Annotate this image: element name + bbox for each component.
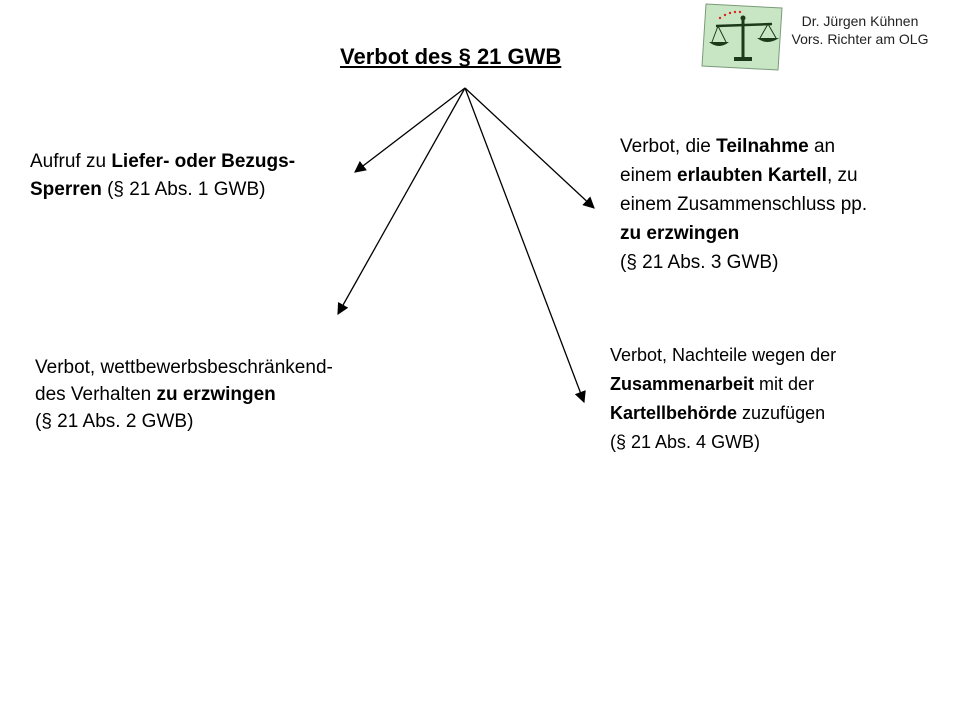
line: des Verhalten zu erzwingen bbox=[35, 381, 333, 408]
text: (§ 21 Abs. 1 GWB) bbox=[101, 179, 266, 200]
line: (§ 21 Abs. 4 GWB) bbox=[610, 432, 761, 452]
text: einem bbox=[620, 165, 678, 186]
text: Aufruf zu bbox=[30, 151, 112, 172]
author-block: Dr. Jürgen Kühnen Vors. Richter am OLG bbox=[780, 12, 940, 48]
text: des Verhalten bbox=[35, 384, 157, 405]
text-box-abs3: Verbot, die Teilnahme an einem erlaubten… bbox=[620, 132, 867, 277]
arrow-to-abs4 bbox=[464, 87, 586, 404]
text: an bbox=[808, 136, 836, 157]
bold-text: Kartellbehörde bbox=[610, 403, 738, 423]
arrow-to-abs2 bbox=[337, 87, 466, 316]
author-position: Vors. Richter am OLG bbox=[791, 31, 929, 47]
text-box-abs1: Aufruf zu Liefer- oder Bezugs- Sperren (… bbox=[30, 148, 295, 204]
line: Kartellbehörde zuzufügen bbox=[610, 399, 836, 428]
bold-text: zu erzwingen bbox=[156, 384, 276, 405]
line: Verbot, Nachteile wegen der bbox=[610, 345, 837, 365]
line: Verbot, die Teilnahme an bbox=[620, 132, 867, 161]
line: einem Zusammenschluss pp. bbox=[620, 194, 868, 215]
line: (§ 21 Abs. 2 GWB) bbox=[35, 411, 194, 432]
text: zuzufügen bbox=[737, 403, 826, 423]
bold-text: Liefer- oder Bezugs- bbox=[111, 151, 296, 172]
line: (§ 21 Abs. 3 GWB) bbox=[620, 252, 779, 273]
text-box-abs4: Verbot, Nachteile wegen der Zusammenarbe… bbox=[610, 341, 836, 457]
bold-text: erlaubten Kartell bbox=[677, 165, 827, 186]
bold-text: zu erzwingen bbox=[620, 223, 740, 244]
line: Verbot, wettbewerbsbeschränkend- bbox=[35, 357, 333, 378]
arrow-to-abs1 bbox=[354, 87, 466, 173]
bold-text: Zusammenarbeit bbox=[610, 374, 755, 394]
line: Aufruf zu Liefer- oder Bezugs- bbox=[30, 148, 295, 176]
scales-of-justice-icon bbox=[701, 3, 783, 71]
text: , zu bbox=[826, 165, 858, 186]
text: mit der bbox=[754, 374, 815, 394]
bold-text: Sperren bbox=[30, 179, 102, 200]
bold-text: Teilnahme bbox=[716, 136, 809, 157]
arrow-to-abs3 bbox=[464, 87, 595, 209]
author-name: Dr. Jürgen Kühnen bbox=[801, 13, 919, 29]
line: einem erlaubten Kartell, zu bbox=[620, 161, 867, 190]
text-box-abs2: Verbot, wettbewerbsbeschränkend- des Ver… bbox=[35, 354, 333, 435]
page-title: Verbot des § 21 GWB bbox=[340, 44, 562, 69]
line: zu erzwingen bbox=[620, 219, 867, 248]
text: Verbot, die bbox=[620, 136, 717, 157]
line: Sperren (§ 21 Abs. 1 GWB) bbox=[30, 176, 295, 204]
line: Zusammenarbeit mit der bbox=[610, 370, 836, 399]
